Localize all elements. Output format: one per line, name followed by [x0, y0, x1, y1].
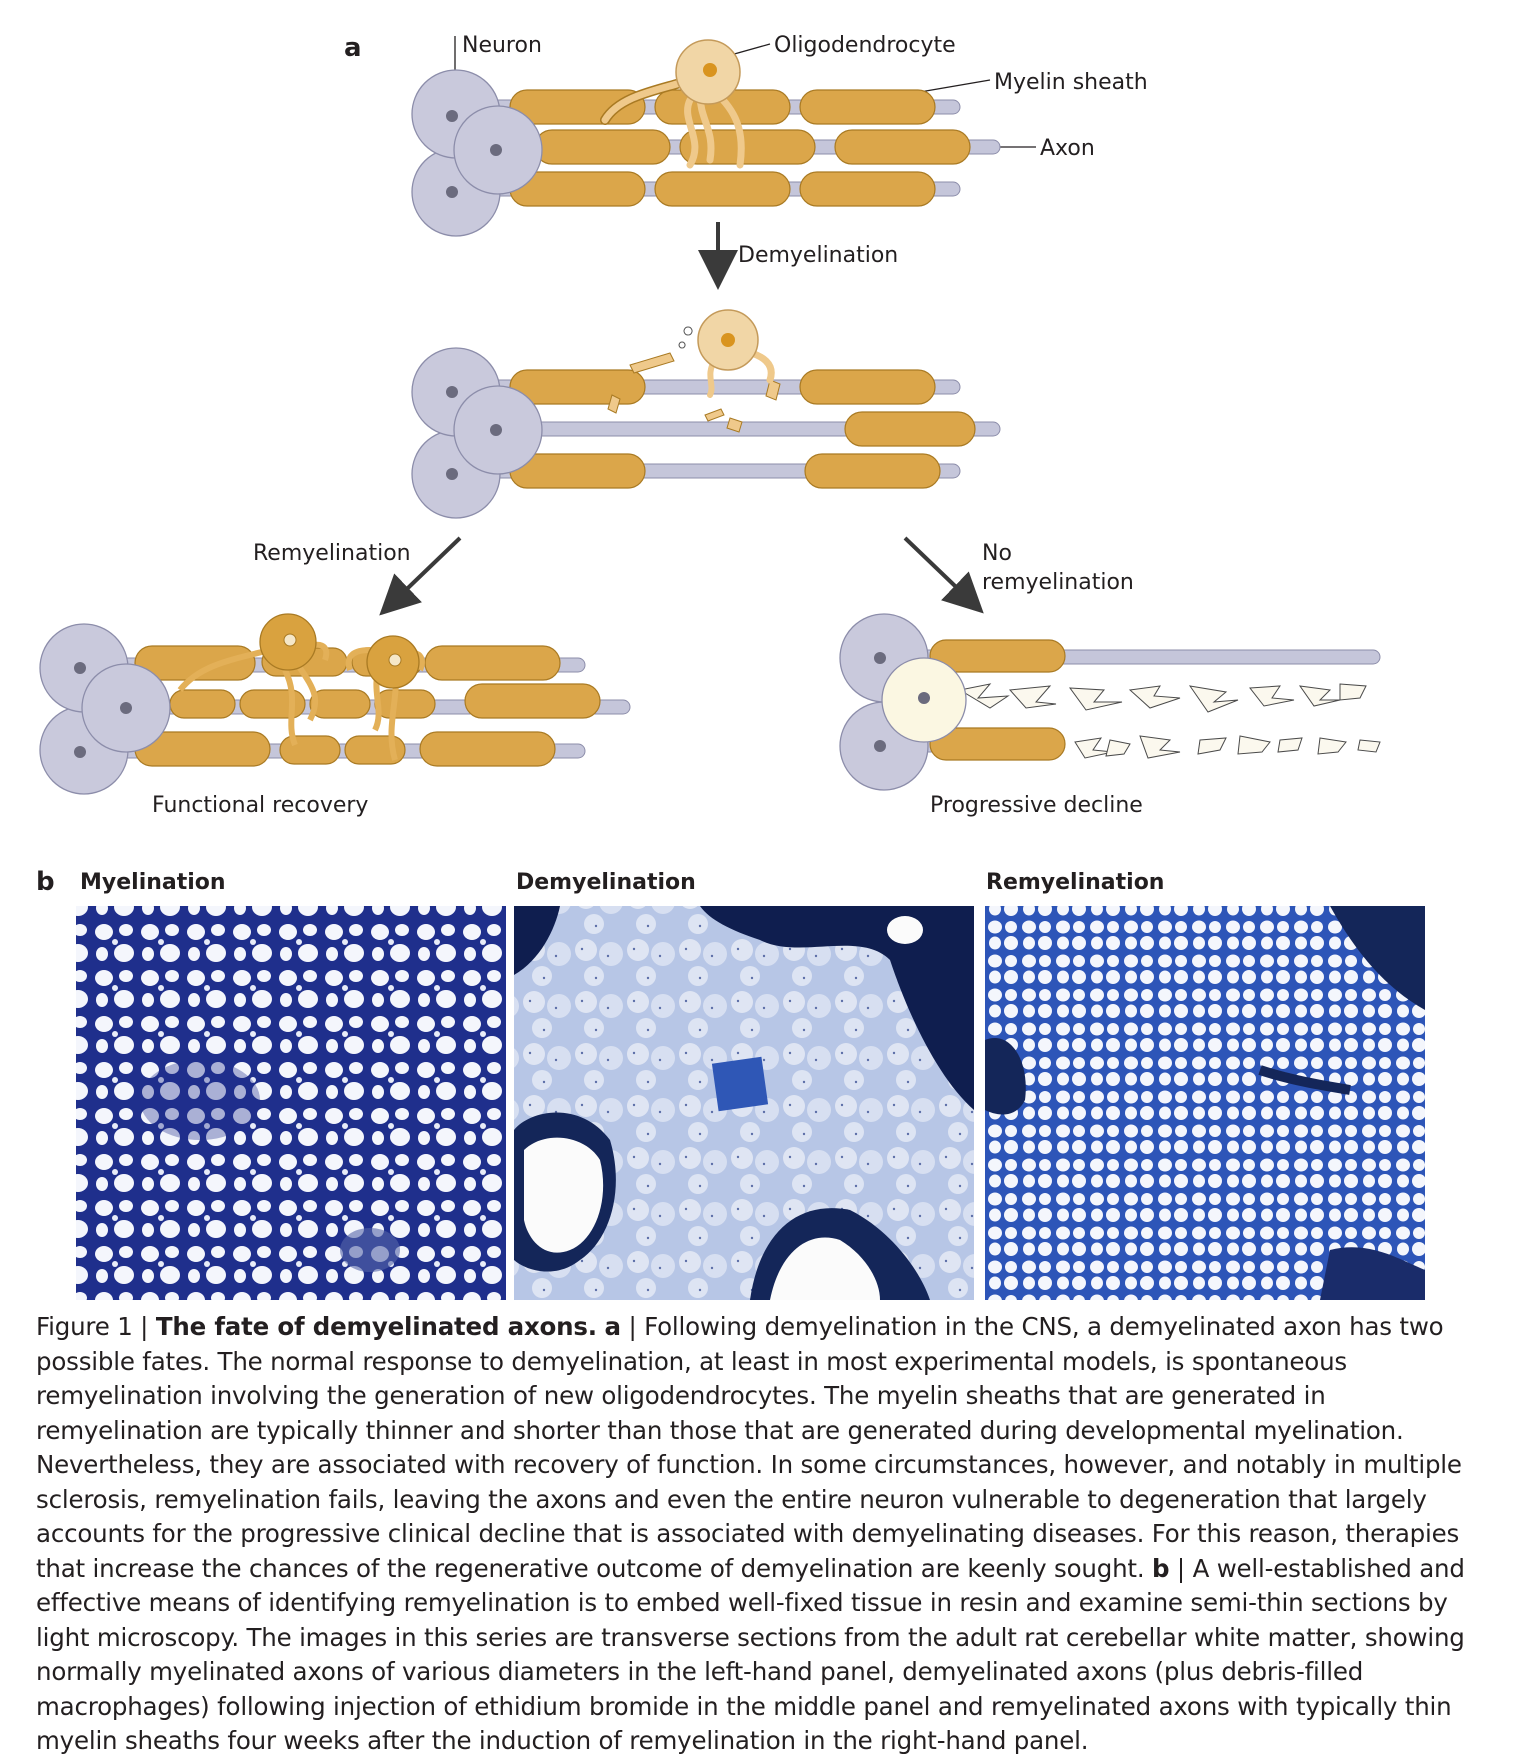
remyelination-arrow — [379, 536, 462, 616]
micrograph-myelination — [76, 906, 506, 1300]
oligodendrocyte-label-group: Oligodendrocyte — [719, 33, 956, 59]
oligodendrocyte-degenerating — [678, 309, 775, 398]
panel-b-letter: b — [36, 867, 55, 897]
caption-figure-label: Figure 1 | — [36, 1312, 156, 1341]
panel-title-remyelination: Remyelination — [986, 870, 1165, 895]
myelinated-bundle — [411, 39, 1001, 237]
no-remyelination-label-2: remyelination — [982, 570, 1134, 595]
myelin-sheath-label-group: Myelin sheath — [919, 70, 1148, 95]
figure-caption: Figure 1 | The fate of demyelinated axon… — [36, 1310, 1486, 1759]
no-remyelination-arrow — [903, 536, 984, 614]
micrograph-demyelination — [514, 906, 974, 1300]
demyelinated-bundle — [411, 309, 1001, 519]
caption-a-text: | Following demyelination in the CNS, a … — [36, 1312, 1462, 1583]
demyelination-label: Demyelination — [738, 243, 898, 268]
degenerating-bundle — [839, 613, 1381, 791]
panel-title-myelination: Myelination — [80, 870, 226, 895]
oligodendrocyte — [600, 39, 745, 169]
progressive-decline-label: Progressive decline — [930, 793, 1143, 818]
axon-label: Axon — [1040, 136, 1095, 161]
no-remyelination-label-1: No — [982, 541, 1012, 566]
caption-title: The fate of demyelinated axons. — [155, 1312, 597, 1341]
functional-recovery-label: Functional recovery — [152, 793, 368, 818]
caption-b-text: | A well-established and effective means… — [36, 1553, 1465, 1756]
panel-a-letter: a — [344, 33, 362, 63]
neuron-cell-bodies — [411, 69, 543, 237]
caption-a-label: a — [604, 1312, 622, 1341]
oligodendrocyte-label: Oligodendrocyte — [774, 33, 956, 58]
new-oligodendrocytes — [177, 613, 425, 761]
axon-debris — [958, 683, 1381, 759]
myelin-sheath-label: Myelin sheath — [994, 70, 1148, 95]
neuron-label: Neuron — [462, 33, 542, 58]
myelin-debris — [607, 352, 781, 433]
panel-title-demyelination: Demyelination — [516, 870, 696, 895]
remyelinated-bundle — [39, 613, 631, 795]
micrograph-remyelination — [985, 906, 1425, 1300]
remyelination-label: Remyelination — [253, 541, 411, 566]
neuron-label-group: Neuron — [454, 33, 542, 80]
caption-b-label: b — [1152, 1553, 1170, 1583]
